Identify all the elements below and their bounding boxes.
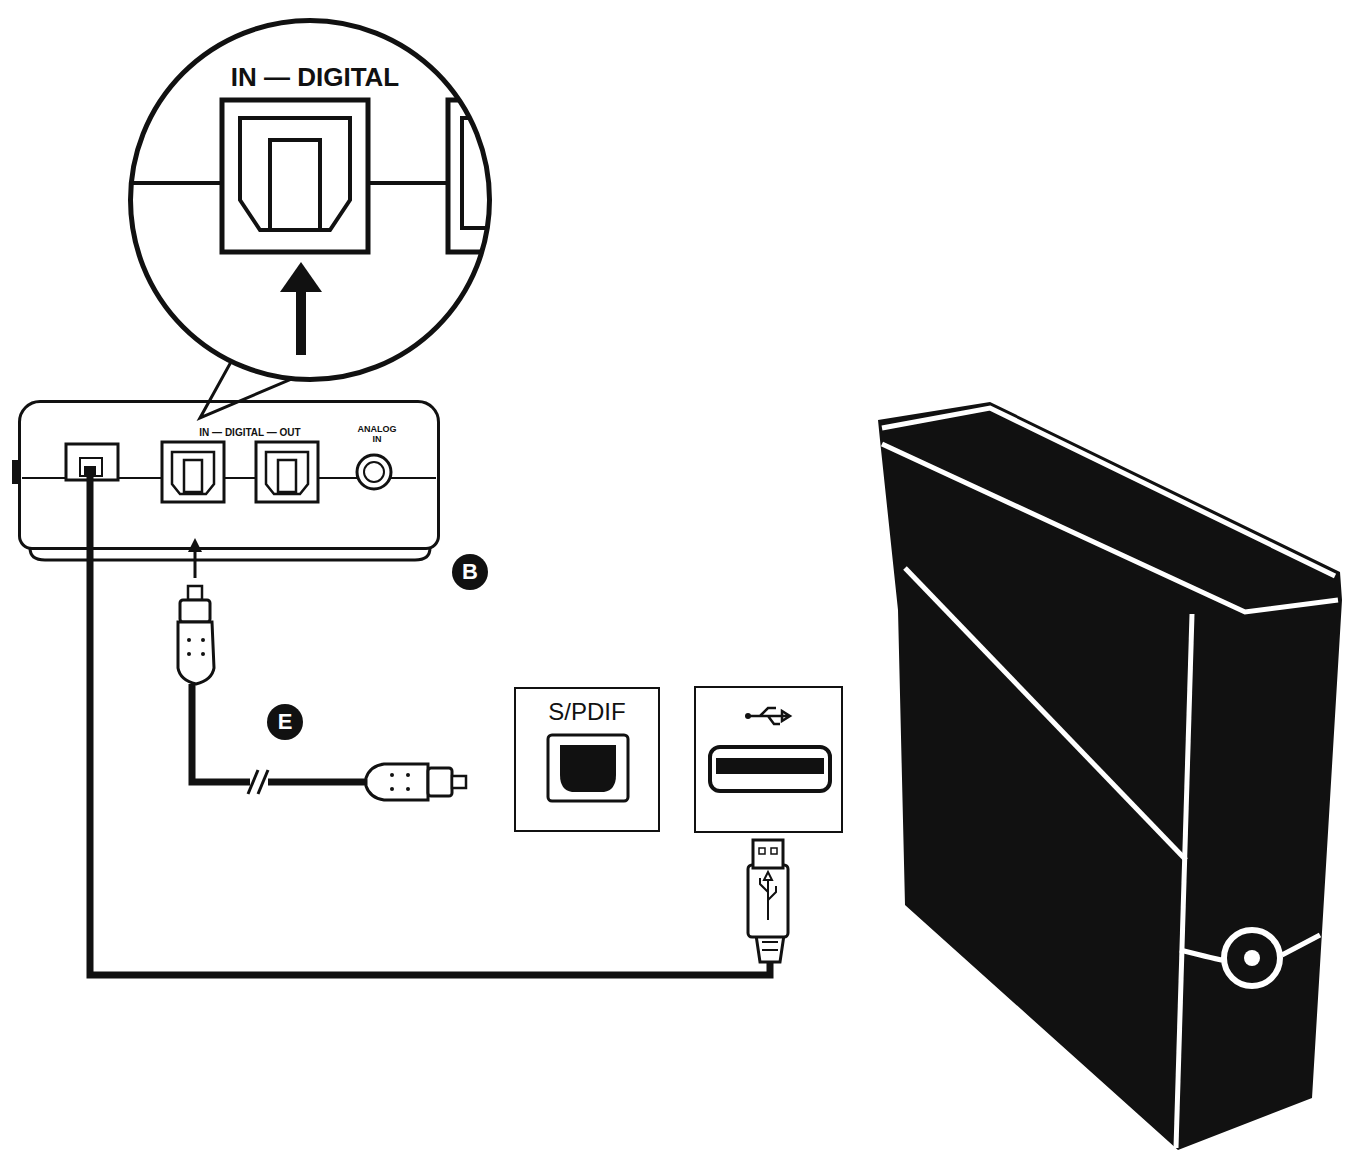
port-caption: IN — DIGITAL — OUT [199, 427, 300, 438]
zoom-detail [120, 100, 528, 355]
converter-box [12, 442, 436, 560]
port-panel: S/PDIF [514, 687, 660, 832]
usb-cable [84, 466, 788, 975]
port-label: S/PDIF [548, 699, 625, 725]
converter-box: IN — DIGITAL — OUT ANALOG IN [18, 400, 440, 550]
ports [548, 687, 842, 832]
optical-cable [178, 538, 466, 800]
callout-letter: B [452, 554, 488, 590]
zoom-circle: IN — DIGITAL [128, 18, 492, 382]
port-caption: IN — DIGITAL [231, 63, 400, 92]
callout-letter: E [267, 704, 303, 740]
game-console [878, 402, 1342, 1150]
zoom-leader [200, 362, 291, 418]
port-caption: ANALOG IN [355, 425, 399, 445]
